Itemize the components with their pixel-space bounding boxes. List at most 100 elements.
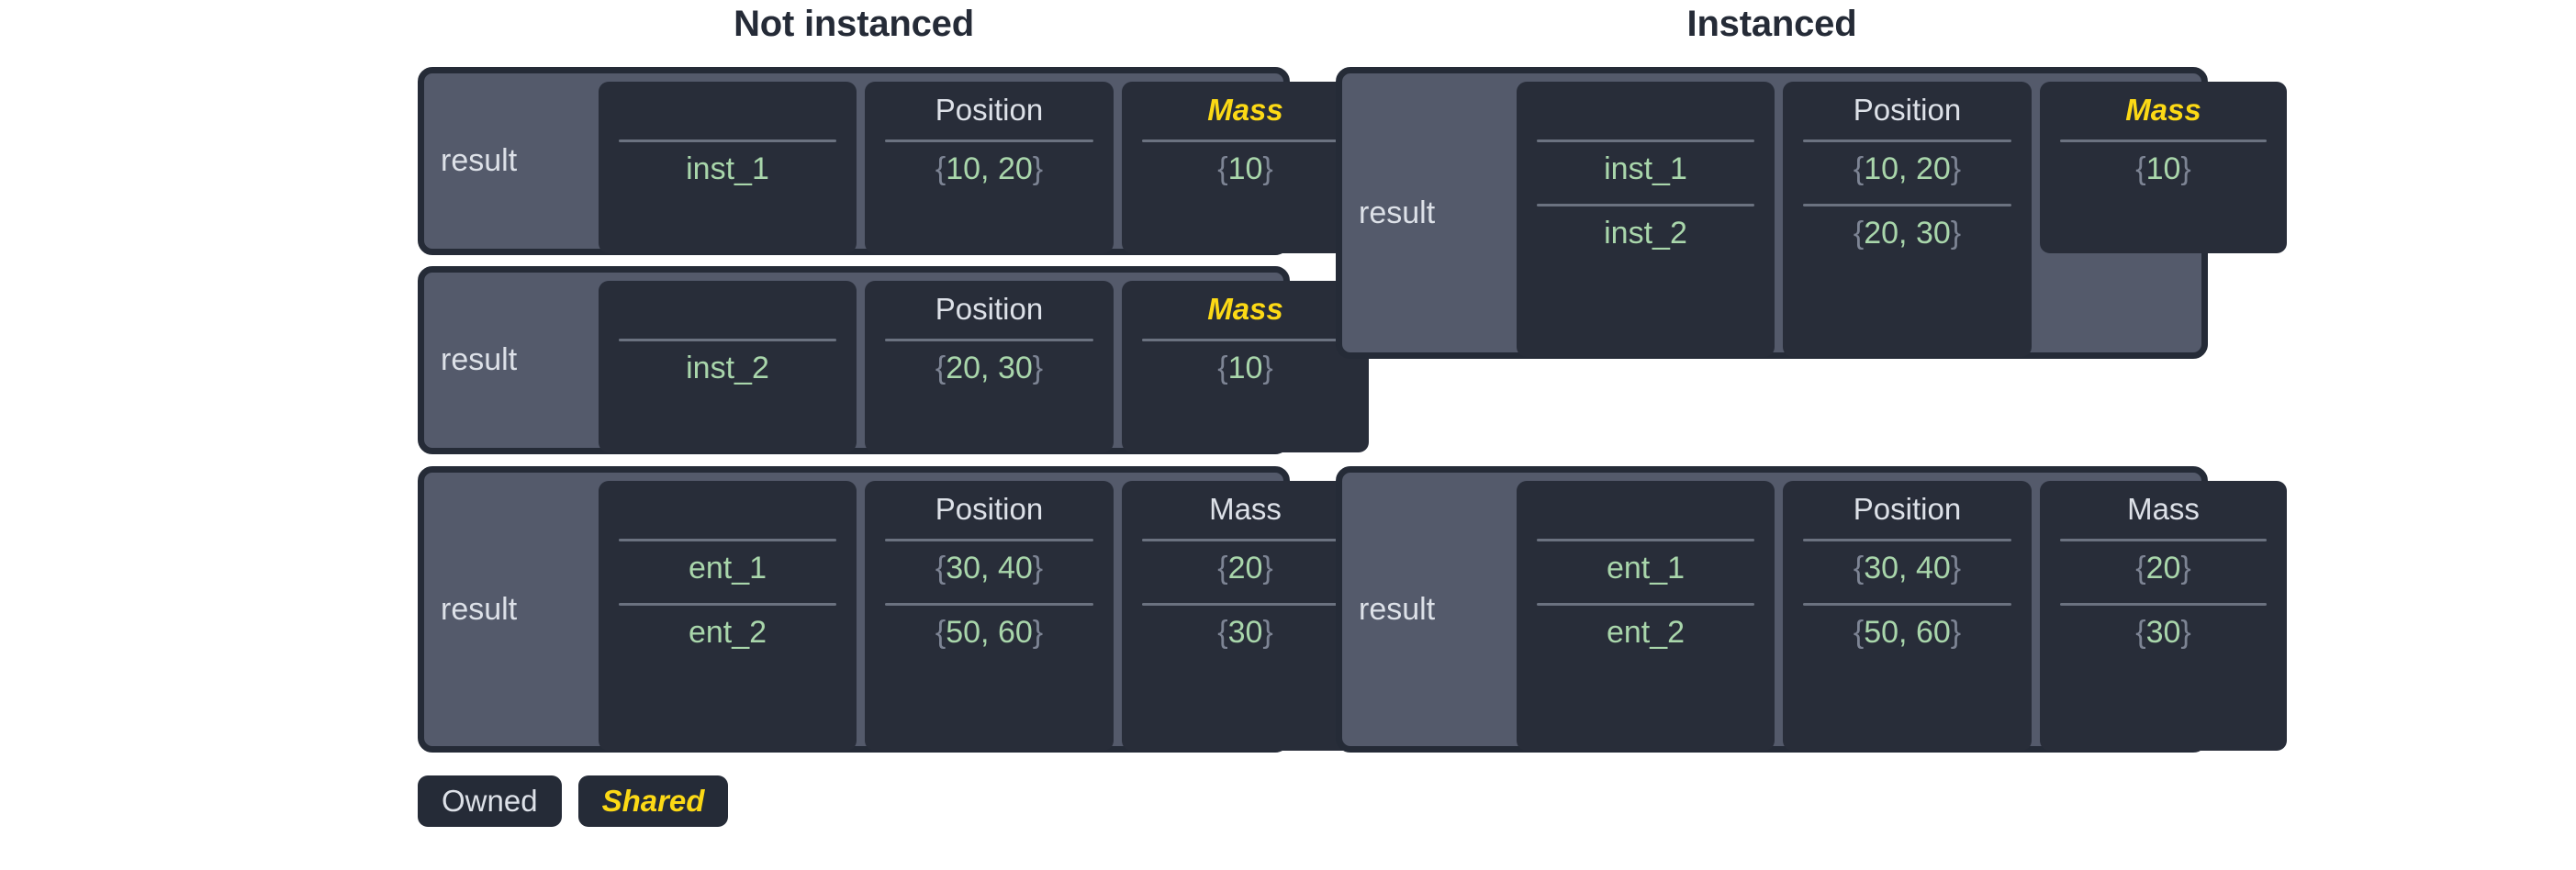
column-header-mass: Mass	[2127, 492, 2200, 526]
table-not-instanced-inst2: result inst_2 Position {20, 30} Mass {10…	[418, 266, 1369, 454]
column-header-position: Position	[1853, 492, 1962, 526]
table-row-label: result	[441, 143, 518, 178]
separator-line	[619, 139, 836, 142]
column-name: inst_1	[599, 82, 857, 253]
column-mass: Mass {10}	[1122, 281, 1369, 452]
table-not-instanced-entities: result ent_1 ent_2 Position {30, 40} {50…	[418, 466, 1369, 753]
cell-value-position: {30, 40}	[935, 551, 1044, 586]
cell-value-position: {50, 60}	[1853, 615, 1962, 650]
table-row-label: result	[441, 342, 518, 377]
separator-line	[619, 603, 836, 606]
cell-value-position: {20, 30}	[1853, 216, 1962, 251]
cell-value-position: {30, 40}	[1853, 551, 1962, 586]
cell-value-mass: {10}	[1217, 351, 1273, 385]
column-position: Position {30, 40} {50, 60}	[1783, 481, 2032, 751]
table-row-label: result	[441, 591, 518, 627]
cell-group: inst_1 Position {10, 20} Mass {10}	[599, 73, 1377, 253]
column-position: Position {30, 40} {50, 60}	[865, 481, 1114, 751]
separator-line	[885, 339, 1093, 341]
separator-line	[885, 603, 1093, 606]
column-mass: Mass {10}	[1122, 82, 1369, 253]
separator-line	[885, 139, 1093, 142]
column-name: ent_1 ent_2	[599, 481, 857, 751]
cell-value-name: ent_1	[688, 551, 767, 586]
separator-line	[619, 339, 836, 341]
column-header-name	[613, 89, 842, 131]
cell-value-mass: {20}	[2135, 551, 2191, 586]
position-numbers: 10, 20	[1864, 151, 1951, 186]
separator-line	[2060, 139, 2267, 142]
table-instanced-entities: result ent_1 ent_2 Position {30, 40} {50…	[1336, 466, 2287, 753]
column-header-mass: Mass	[1207, 292, 1283, 326]
cell-value-name: inst_2	[686, 351, 769, 385]
cell-value-name: inst_1	[686, 151, 769, 186]
column-name: ent_1 ent_2	[1517, 481, 1775, 751]
table-row-label: result	[1359, 195, 1436, 230]
column-title-not-instanced: Not instanced	[734, 4, 974, 44]
separator-line	[1803, 204, 2011, 206]
legend: Owned Shared	[418, 775, 729, 827]
separator-line	[1142, 139, 1349, 142]
separator-line	[1537, 204, 1754, 206]
cell-value-position: {50, 60}	[935, 615, 1044, 650]
cell-group: inst_1 inst_2 Position {10, 20} {20, 30}…	[1517, 73, 2295, 357]
column-mass: Mass {20} {30}	[2040, 481, 2287, 751]
cell-value-position: {10, 20}	[935, 151, 1044, 186]
column-header-name	[613, 488, 842, 530]
column-name: inst_2	[599, 281, 857, 452]
mass-number: 10	[1227, 151, 1263, 186]
column-header-name	[1531, 488, 1760, 530]
position-numbers: 10, 20	[946, 151, 1033, 186]
position-numbers: 20, 30	[946, 351, 1033, 385]
cell-value-mass: {10}	[1217, 151, 1273, 186]
cell-value-name: ent_1	[1606, 551, 1686, 586]
cell-value-name: inst_2	[1604, 216, 1687, 251]
position-numbers: 30, 40	[946, 551, 1033, 586]
separator-line	[619, 539, 836, 541]
column-header-mass: Mass	[2125, 93, 2201, 127]
cell-value-mass: {30}	[1217, 615, 1273, 650]
position-numbers: 30, 40	[1864, 551, 1951, 586]
separator-line	[1803, 139, 2011, 142]
cell-value-name: ent_2	[688, 615, 767, 650]
separator-line	[1142, 339, 1349, 341]
separator-line	[1803, 539, 2011, 541]
mass-number: 20	[1227, 551, 1263, 586]
column-position: Position {10, 20} {20, 30}	[1783, 82, 2032, 357]
separator-line	[1142, 539, 1349, 541]
mass-number: 10	[1227, 351, 1263, 385]
column-title-instanced: Instanced	[1686, 4, 1857, 44]
cell-group: ent_1 ent_2 Position {30, 40} {50, 60} M…	[599, 473, 1377, 751]
column-position: Position {20, 30}	[865, 281, 1114, 452]
cell-value-position: {20, 30}	[935, 351, 1044, 385]
legend-chip-shared: Shared	[577, 775, 729, 827]
mass-number: 10	[2145, 151, 2181, 186]
separator-line	[2060, 603, 2267, 606]
separator-line	[1537, 603, 1754, 606]
column-mass-shared: Mass {10}	[2040, 82, 2287, 253]
cell-group: inst_2 Position {20, 30} Mass {10}	[599, 273, 1377, 452]
column-header-mass: Mass	[1207, 93, 1283, 127]
column-header-position: Position	[935, 492, 1044, 526]
mass-number: 30	[1227, 615, 1263, 650]
cell-group: ent_1 ent_2 Position {30, 40} {50, 60} M…	[1517, 473, 2295, 751]
separator-line	[1537, 139, 1754, 142]
mass-number: 20	[2145, 551, 2181, 586]
column-name: inst_1 inst_2	[1517, 82, 1775, 357]
separator-line	[1803, 603, 2011, 606]
legend-chip-owned: Owned	[418, 775, 562, 827]
cell-value-mass: {20}	[1217, 551, 1273, 586]
table-row-label: result	[1359, 591, 1436, 627]
cell-value-position: {10, 20}	[1853, 151, 1962, 186]
cell-value-mass: {30}	[2135, 615, 2191, 650]
column-position: Position {10, 20}	[865, 82, 1114, 253]
column-header-mass: Mass	[1209, 492, 1282, 526]
separator-line	[885, 539, 1093, 541]
table-not-instanced-inst1: result inst_1 Position {10, 20} Mass {10…	[418, 67, 1369, 255]
column-mass: Mass {20} {30}	[1122, 481, 1369, 751]
column-header-name	[613, 288, 842, 330]
position-numbers: 50, 60	[1864, 615, 1951, 650]
position-numbers: 50, 60	[946, 615, 1033, 650]
separator-line	[1142, 603, 1349, 606]
